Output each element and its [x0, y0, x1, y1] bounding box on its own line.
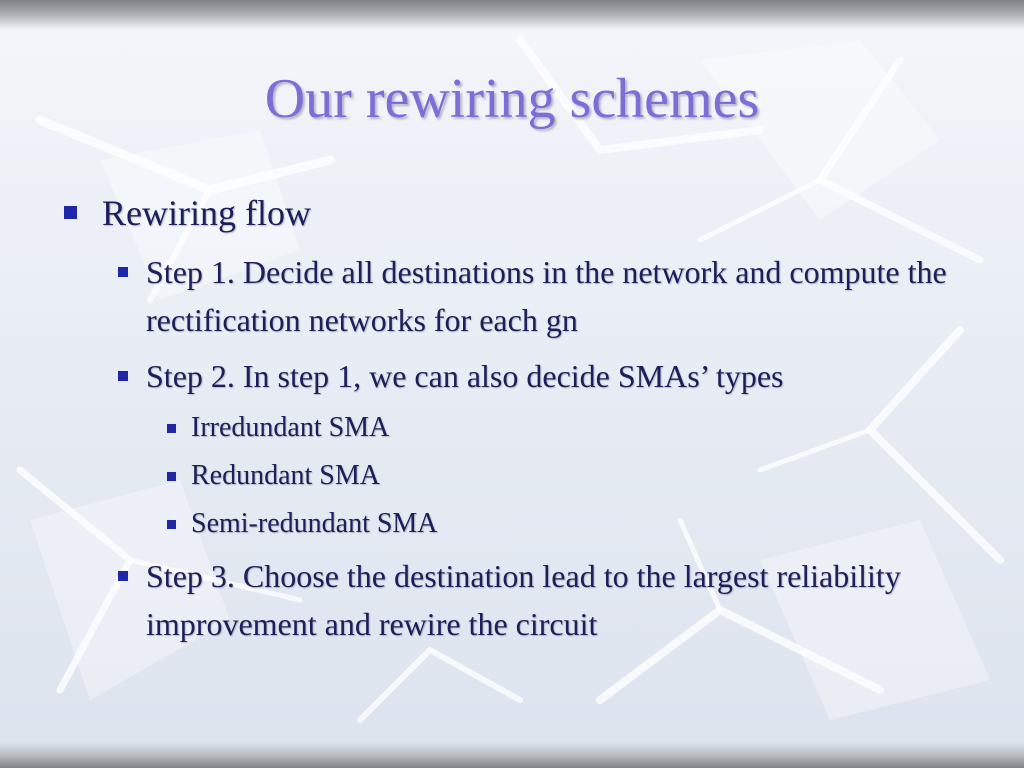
bullet-semi-redundant-sma: Semi-redundant SMA — [166, 504, 962, 544]
square-bullet-icon — [118, 571, 128, 581]
bullet-step-1: Step 1. Decide all destinations in the n… — [117, 248, 962, 344]
bullet-rewiring-flow: Rewiring flow — [62, 190, 962, 236]
bottom-gradient-band — [0, 742, 1024, 768]
bullet-redundant-sma: Redundant SMA — [166, 456, 962, 496]
bullet-irredundant-sma: Irredundant SMA — [166, 408, 962, 448]
bullet-step-3: Step 3. Choose the destination lead to t… — [117, 552, 962, 648]
square-bullet-icon — [118, 267, 128, 277]
square-bullet-icon — [167, 520, 176, 529]
bullet-text: Step 2. In step 1, we can also decide SM… — [146, 358, 784, 394]
bullet-text: Irredundant SMA — [191, 412, 390, 443]
bullet-text: Semi-redundant SMA — [191, 508, 438, 539]
bullet-text: Step 1. Decide all destinations in the n… — [146, 254, 947, 338]
square-bullet-icon — [64, 206, 77, 219]
slide-title: Our rewiring schemes — [264, 68, 760, 130]
square-bullet-icon — [167, 472, 176, 481]
square-bullet-icon — [118, 371, 128, 381]
bullet-step-2: Step 2. In step 1, we can also decide SM… — [117, 352, 962, 400]
bullet-text: Rewiring flow — [102, 193, 311, 233]
bullet-list: Rewiring flow Step 1. Decide all destina… — [62, 190, 962, 656]
square-bullet-icon — [167, 424, 176, 433]
bullet-text: Step 3. Choose the destination lead to t… — [146, 558, 901, 642]
bullet-text: Redundant SMA — [191, 460, 380, 491]
top-gradient-band — [0, 0, 1024, 30]
